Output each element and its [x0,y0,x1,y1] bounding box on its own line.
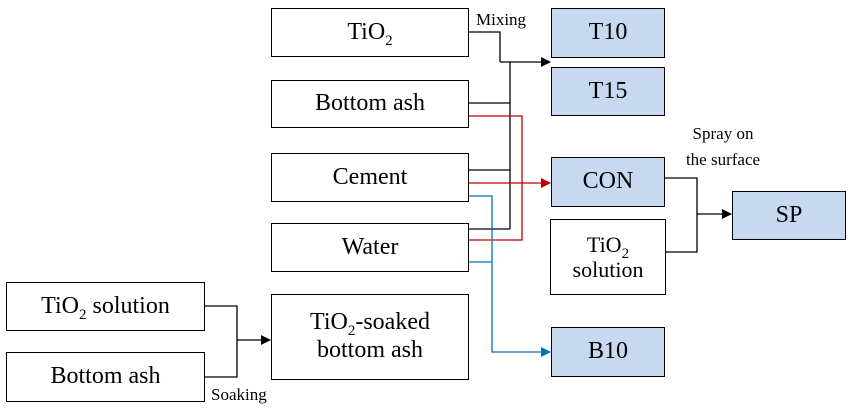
node-con: CON [551,157,665,207]
node-tio2-solution-right: TiO2 solution [550,219,666,295]
node-bottom-ash: Bottom ash [271,80,469,128]
spray-bracket [665,177,698,253]
label-soaking: Soaking [211,385,267,404]
label-spray: Spray on the surface [673,121,773,173]
node-tio2-soaked-bottom-ash: TiO2-soaked bottom ash [271,294,469,380]
node-cement: Cement [271,153,469,202]
node-tio2: TiO2 [271,8,469,57]
node-bottom-ash-left: Bottom ash [6,352,205,402]
node-sp: SP [732,191,846,240]
soaking-bracket [205,305,238,378]
mixing-line-tio2 [469,31,501,62]
node-t10: T10 [551,8,665,58]
con-line-bottom-ash-water [469,115,523,241]
label-spray-line1: Spray on [692,124,754,143]
node-water: Water [271,223,469,272]
label-mixing: Mixing [476,10,527,29]
node-tio2-solution-left: TiO2 solution [6,282,205,331]
node-t15: T15 [551,67,665,116]
node-b10: B10 [551,327,665,377]
label-spray-line2: the surface [685,150,761,169]
b10-arrow [469,195,551,357]
